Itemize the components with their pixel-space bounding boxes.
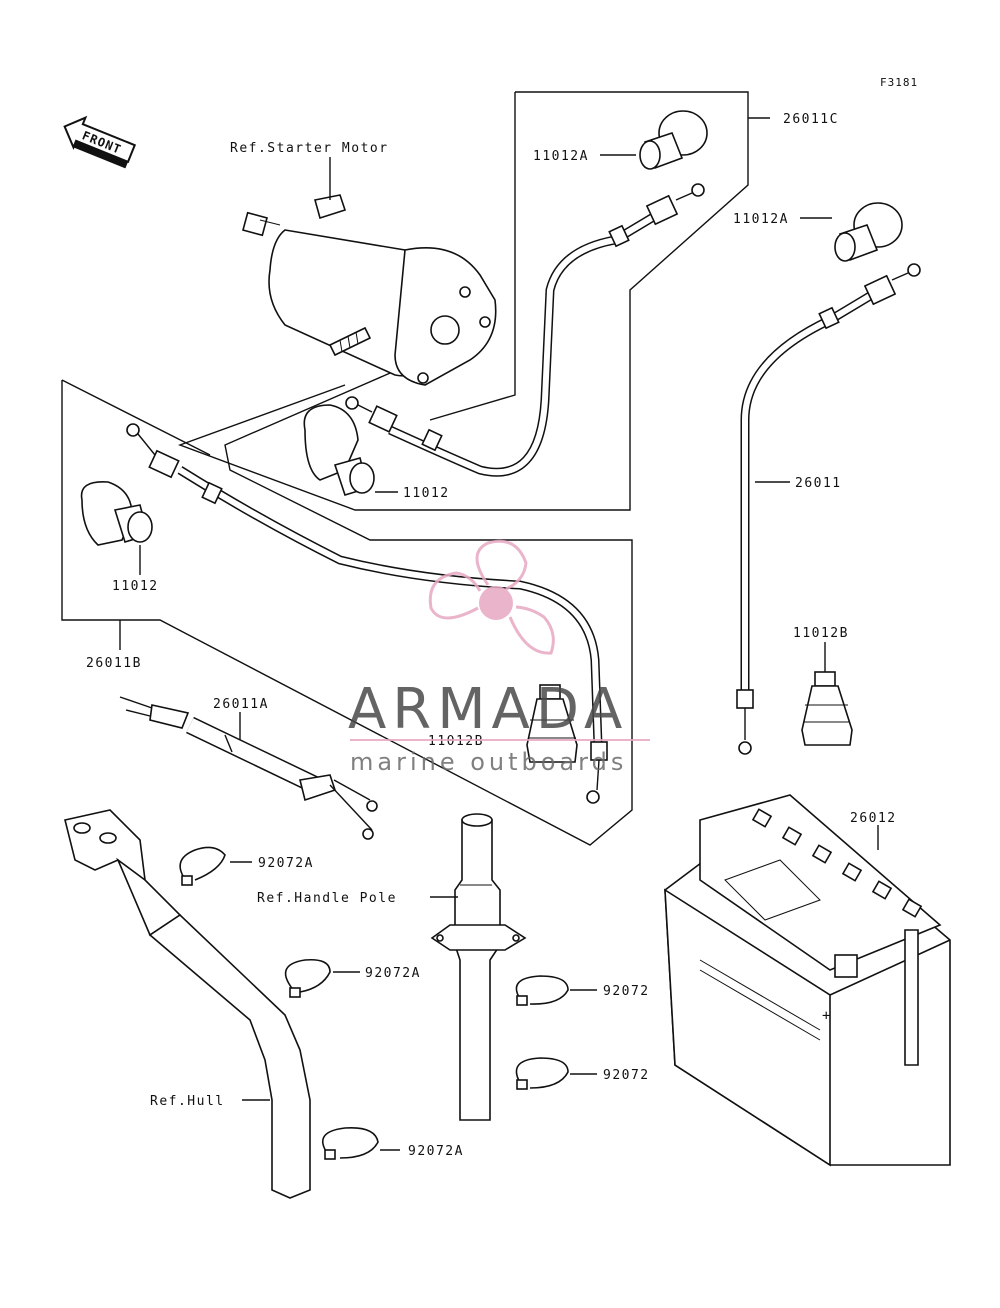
clamp-92072-top (515, 975, 569, 1006)
label-92072a-top: 92072A (258, 856, 314, 871)
label-26011c: 26011C (783, 112, 839, 127)
boot-11012b-center (526, 684, 578, 763)
label-26012: 26012 (850, 811, 897, 826)
label-92072a-bottom: 92072A (408, 1144, 464, 1159)
handle-pole (430, 813, 527, 1121)
label-92072a-mid: 92072A (365, 966, 421, 981)
battery: + (664, 794, 951, 1167)
starter-motor (242, 194, 497, 386)
label-11012a-right: 11012A (733, 212, 789, 227)
front-arrow-icon: FRONT (63, 115, 137, 169)
label-26011: 26011 (795, 476, 842, 491)
label-92072-top: 92072 (603, 984, 650, 999)
cap-11012-mid (303, 404, 375, 496)
label-26011a: 26011A (213, 697, 269, 712)
label-11012-mid: 11012 (403, 486, 450, 501)
label-11012a-top: 11012A (533, 149, 589, 164)
clamp-92072a-top (179, 846, 226, 886)
label-ref-handle-pole: Ref.Handle Pole (257, 891, 397, 906)
cap-11012a-right (834, 202, 903, 262)
figure-code: F3181 (880, 76, 918, 89)
clamp-92072a-bottom (321, 1126, 379, 1160)
cap-11012-left (80, 481, 153, 546)
label-26011b: 26011B (86, 656, 142, 671)
cap-11012a-top (639, 110, 708, 170)
clamp-92072a-mid (284, 958, 331, 998)
label-ref-hull: Ref.Hull (150, 1094, 225, 1109)
clamp-92072-bottom (515, 1057, 569, 1090)
hull-bracket (64, 809, 311, 1199)
watermark-subtitle: marine outboards (350, 748, 627, 776)
label-11012b-center: 11012B (428, 734, 484, 749)
cable-26011c (345, 183, 705, 477)
boot-11012b-right (801, 671, 853, 746)
propeller-logo-icon (428, 539, 555, 655)
svg-text:+: + (822, 1008, 830, 1024)
cable-26011 (736, 263, 921, 755)
cable-26011a (119, 696, 378, 840)
label-92072-bottom: 92072 (603, 1068, 650, 1083)
label-11012-left: 11012 (112, 579, 159, 594)
label-ref-starter-motor: Ref.Starter Motor (230, 141, 389, 156)
armada-watermark: ARMADA marine outboards (348, 539, 650, 776)
watermark-title: ARMADA (348, 677, 628, 742)
label-11012b-right: 11012B (793, 626, 849, 641)
cable-26011b (126, 423, 608, 804)
